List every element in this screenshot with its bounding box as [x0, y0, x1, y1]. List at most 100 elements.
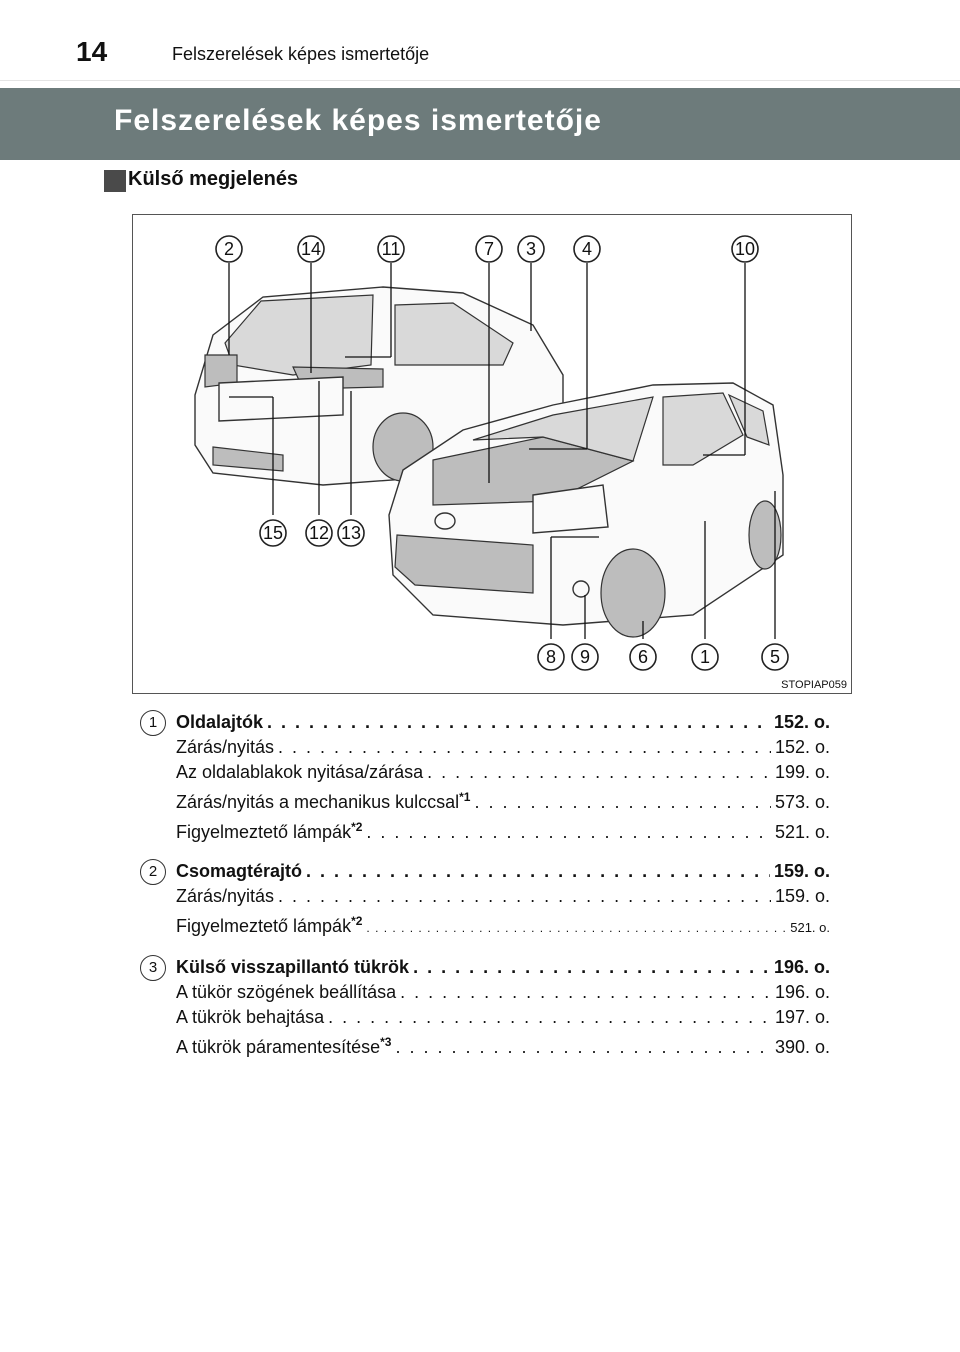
dot-leader — [366, 916, 786, 941]
page-reference: 152. o. — [773, 712, 830, 732]
svg-text:14: 14 — [301, 239, 321, 259]
svg-text:8: 8 — [546, 647, 556, 667]
svg-text:15: 15 — [263, 523, 283, 543]
svg-text:11: 11 — [382, 239, 401, 259]
page-header — [0, 0, 960, 81]
entry-item[interactable]: Zárás/nyitás 152. o. — [176, 735, 830, 760]
entry-heading[interactable]: Külső visszapillantó tükrök 196. o. — [176, 955, 830, 980]
entry-item-label: Figyelmeztető lámpák*2 — [176, 914, 363, 936]
svg-text:10: 10 — [735, 239, 755, 259]
footnote-marker: *2 — [351, 914, 363, 928]
entry-item[interactable]: Zárás/nyitás a mechanikus kulccsal*1 573… — [176, 785, 830, 815]
page-reference: 152. o. — [774, 737, 830, 757]
callout-4: 4 — [573, 235, 601, 263]
entry-item[interactable]: A tükrök behajtása 197. o. — [176, 1005, 830, 1030]
entry-number: 2 — [140, 859, 166, 885]
callout-9: 9 — [571, 643, 599, 671]
entry-heading-label: Külső visszapillantó tükrök — [176, 957, 410, 977]
page-reference: 159. o. — [774, 886, 830, 906]
entry-heading[interactable]: Oldalajtók 152. o. — [176, 710, 830, 735]
car-illustration: 2 14 11 7 3 4 10 15 — [194, 235, 789, 671]
callout-leader-lines — [228, 263, 776, 639]
svg-text:12: 12 — [309, 523, 329, 543]
entry-3: 3 Külső visszapillantó tükrök 196. o. A … — [140, 955, 830, 1060]
page-reference: 159. o. — [773, 861, 830, 881]
dot-leader — [395, 1035, 771, 1060]
front-car-drawing — [388, 382, 784, 638]
dot-leader — [278, 735, 771, 760]
callout-3: 3 — [517, 235, 545, 263]
callout-7: 7 — [475, 235, 503, 263]
entry-heading[interactable]: Csomagtérajtó 159. o. — [176, 859, 830, 884]
callout-15: 15 — [259, 519, 287, 547]
entry-item-label: A tükrök páramentesítése*3 — [176, 1035, 392, 1057]
svg-text:7: 7 — [484, 239, 494, 259]
footnote-marker: *3 — [380, 1035, 392, 1049]
entry-item-label: Zárás/nyitás — [176, 737, 275, 757]
title-band — [0, 88, 960, 160]
callout-13: 13 — [337, 519, 365, 547]
callout-14: 14 — [297, 235, 325, 263]
page-reference: 390. o. — [774, 1037, 830, 1057]
entry-item[interactable]: A tükrök páramentesítése*3 390. o. — [176, 1030, 830, 1060]
footnote-marker: *1 — [459, 790, 471, 804]
entry-item-label: A tükör szögének beállítása — [176, 982, 397, 1002]
svg-text:9: 9 — [580, 647, 590, 667]
svg-text:2: 2 — [224, 239, 234, 259]
entry-heading-label: Csomagtérajtó — [176, 861, 303, 881]
callout-8: 8 — [537, 643, 565, 671]
page-reference: 196. o. — [774, 982, 830, 1002]
entry-item-label: Zárás/nyitás — [176, 886, 275, 906]
page-number: 14 — [76, 36, 108, 67]
dot-leader — [474, 790, 770, 815]
page-reference: 197. o. — [774, 1007, 830, 1027]
entry-item[interactable]: Az oldalablakok nyitása/zárása 199. o. — [176, 760, 830, 785]
svg-text:6: 6 — [638, 647, 648, 667]
entry-item-label: Zárás/nyitás a mechanikus kulccsal*1 — [176, 790, 471, 812]
dot-leader — [267, 710, 770, 735]
callout-5: 5 — [761, 643, 789, 671]
entry-item[interactable]: Figyelmeztető lámpák*2 521. o. — [176, 909, 830, 941]
callout-6: 6 — [629, 643, 657, 671]
callout-11: 11 — [377, 235, 405, 263]
running-title: Felszerelések képes ismertetője — [172, 44, 430, 64]
dot-leader — [328, 1005, 771, 1030]
car-exterior-figure: 2 14 11 7 3 4 10 15 — [132, 214, 852, 694]
page-reference: 199. o. — [774, 762, 830, 782]
entry-item[interactable]: Figyelmeztető lámpák*2 521. o. — [176, 815, 830, 845]
reference-list: 1 Oldalajtók 152. o. Zárás/nyitás 152. o… — [140, 710, 830, 1074]
svg-text:3: 3 — [526, 239, 536, 259]
entry-2: 2 Csomagtérajtó 159. o. Zárás/nyitás 159… — [140, 859, 830, 941]
entry-item[interactable]: A tükör szögének beállítása 196. o. — [176, 980, 830, 1005]
entry-heading-label: Oldalajtók — [176, 712, 264, 732]
page-reference: 573. o. — [774, 792, 830, 812]
footnote-marker: *2 — [351, 820, 363, 834]
section-marker-icon — [104, 170, 126, 192]
svg-text:5: 5 — [770, 647, 780, 667]
figure-code: STOPIAP059 — [781, 679, 847, 691]
dot-leader — [278, 884, 771, 909]
callout-1: 1 — [691, 643, 719, 671]
entry-item[interactable]: Zárás/nyitás 159. o. — [176, 884, 830, 909]
dot-leader — [366, 820, 771, 845]
page-reference: 196. o. — [773, 957, 830, 977]
dot-leader — [400, 980, 771, 1005]
callout-10: 10 — [731, 235, 759, 263]
section-title: Külső megjelenés — [128, 168, 299, 190]
callout-2: 2 — [215, 235, 243, 263]
dot-leader — [427, 760, 771, 785]
page-reference: 521. o. — [790, 920, 830, 935]
svg-text:4: 4 — [582, 239, 592, 259]
svg-text:1: 1 — [700, 647, 710, 667]
page-title: Felszerelések képes ismertetője — [114, 104, 602, 137]
entry-number: 1 — [140, 710, 166, 736]
callout-12: 12 — [305, 519, 333, 547]
entry-number: 3 — [140, 955, 166, 981]
dot-leader — [306, 859, 770, 884]
page-reference: 521. o. — [774, 822, 830, 842]
entry-item-label: Az oldalablakok nyitása/zárása — [176, 762, 424, 782]
dot-leader — [413, 955, 770, 980]
entry-item-label: Figyelmeztető lámpák*2 — [176, 820, 363, 842]
entry-1: 1 Oldalajtók 152. o. Zárás/nyitás 152. o… — [140, 710, 830, 845]
entry-item-label: A tükrök behajtása — [176, 1007, 325, 1027]
